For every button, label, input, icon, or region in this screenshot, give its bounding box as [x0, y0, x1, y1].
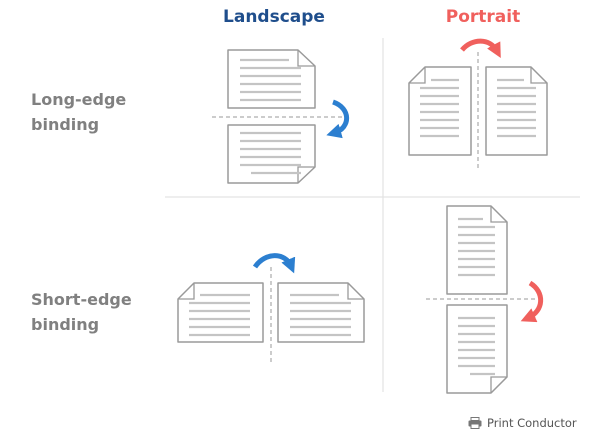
row-header-short-edge-line1: Short-edge — [31, 290, 132, 309]
rotate-arrow-icon — [460, 38, 501, 59]
printer-icon — [468, 417, 482, 429]
row-header-long-edge-line2: binding — [31, 115, 100, 134]
brand-footer: Print Conductor — [468, 416, 577, 430]
landscape-long-edge-illustration — [212, 49, 350, 184]
rotate-arrow-icon — [520, 280, 544, 323]
landscape-short-edge-illustration — [177, 253, 365, 362]
portrait-long-edge-illustration — [408, 38, 548, 168]
row-header-long-edge-line1: Long-edge — [31, 90, 127, 109]
row-header-short-edge-line2: binding — [31, 315, 100, 334]
portrait-short-edge-illustration — [426, 205, 544, 394]
column-header-portrait: Portrait — [445, 7, 521, 27]
rotate-arrow-icon — [252, 253, 296, 274]
column-header-landscape: Landscape — [223, 7, 325, 27]
row-header-long-edge: Long-edge binding — [31, 87, 126, 137]
rotate-arrow-icon — [326, 99, 350, 139]
row-header-short-edge: Short-edge binding — [31, 287, 132, 337]
brand-label: Print Conductor — [487, 416, 577, 430]
